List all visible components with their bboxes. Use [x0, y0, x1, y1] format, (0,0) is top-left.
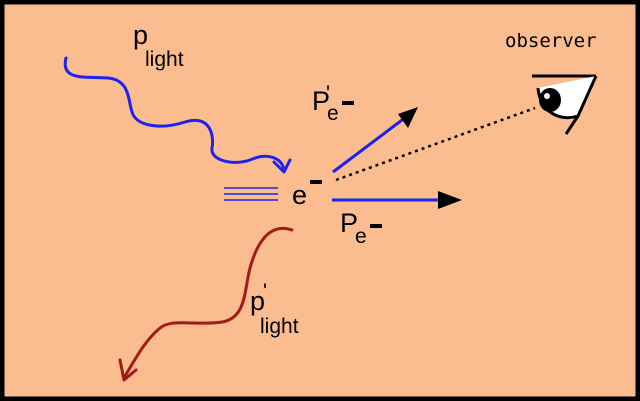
scattered-light-arrowhead	[118, 358, 138, 382]
line-of-sight	[335, 106, 536, 182]
electron-momentum-before-charge	[370, 224, 382, 228]
electron-momentum-after-prime: '	[326, 82, 330, 105]
electron-momentum-before-arrowhead	[438, 191, 462, 209]
electron-momentum-after-charge	[342, 101, 354, 105]
electron-momentum-after-arrow	[332, 112, 411, 174]
electron-momentum-before-subscript: e	[355, 225, 367, 248]
electron-charge	[310, 180, 322, 184]
electron-momentum-after-subscript: e	[327, 102, 339, 125]
electron-motion-lines	[224, 187, 278, 201]
incoming-light-wave	[63, 56, 286, 172]
electron-label: e	[292, 180, 307, 210]
scattered-light-label: p	[250, 286, 265, 316]
incoming-light-subscript: light	[145, 48, 184, 71]
electron-momentum-before-label: P	[340, 208, 358, 238]
electron-momentum-after-label: P	[312, 86, 330, 116]
incoming-light-arrowhead	[272, 158, 292, 174]
scattered-light-subscript: light	[260, 315, 299, 338]
observer-label: observer	[505, 30, 597, 52]
eye-icon	[532, 74, 598, 135]
scattered-light-prime: '	[263, 280, 267, 303]
electron-momentum-after-arrowhead	[398, 107, 418, 128]
scattered-light-wave	[122, 226, 294, 380]
incoming-light-label: p	[133, 20, 148, 50]
